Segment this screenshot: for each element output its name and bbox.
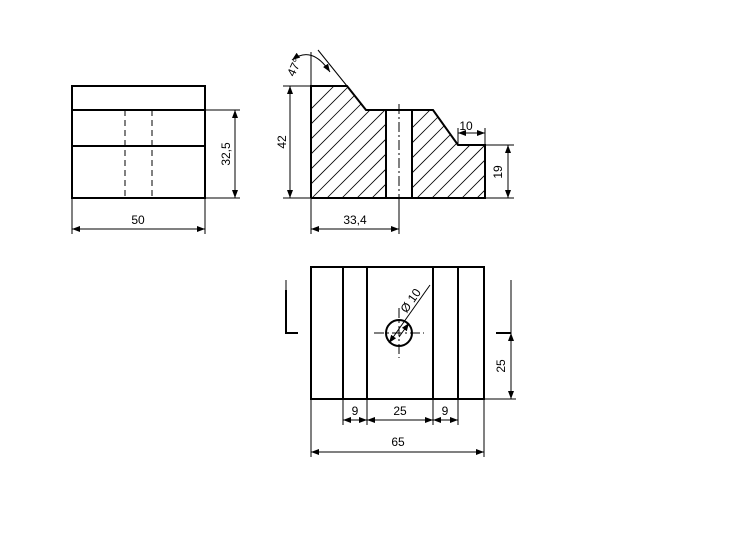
middle-width-label: 25 <box>393 404 407 418</box>
hole-leader <box>388 284 431 344</box>
step-height-label: 19 <box>491 165 505 179</box>
side-width-label: 50 <box>131 213 145 227</box>
step-width-label: 10 <box>459 119 473 133</box>
left-step-label: 9 <box>352 404 359 418</box>
right-step-label: 9 <box>442 404 449 418</box>
section-view: 47° 42 33,4 10 19 <box>275 49 514 234</box>
section-width-label: 33,4 <box>343 213 367 227</box>
section-outline <box>310 85 486 199</box>
side-view-outline <box>71 85 206 199</box>
slot-depth-label: 25 <box>494 359 508 373</box>
hatching-right <box>412 110 485 198</box>
top-view: Ø 10 25 9 25 9 65 <box>285 266 516 457</box>
side-height-label: 32,5 <box>219 142 233 166</box>
section-height-label: 42 <box>275 135 289 149</box>
total-width-label: 65 <box>391 435 405 449</box>
hole-leader-arrow <box>398 322 410 338</box>
angle-label: 47° <box>284 56 304 79</box>
extension-line <box>317 49 348 87</box>
top-view-outline <box>310 266 485 400</box>
side-view: 50 32,5 <box>71 85 240 234</box>
angle-arc <box>291 52 331 73</box>
hole-diameter-label: Ø 10 <box>398 286 425 316</box>
hatching-left <box>311 86 386 198</box>
section-mark-left <box>285 290 298 334</box>
